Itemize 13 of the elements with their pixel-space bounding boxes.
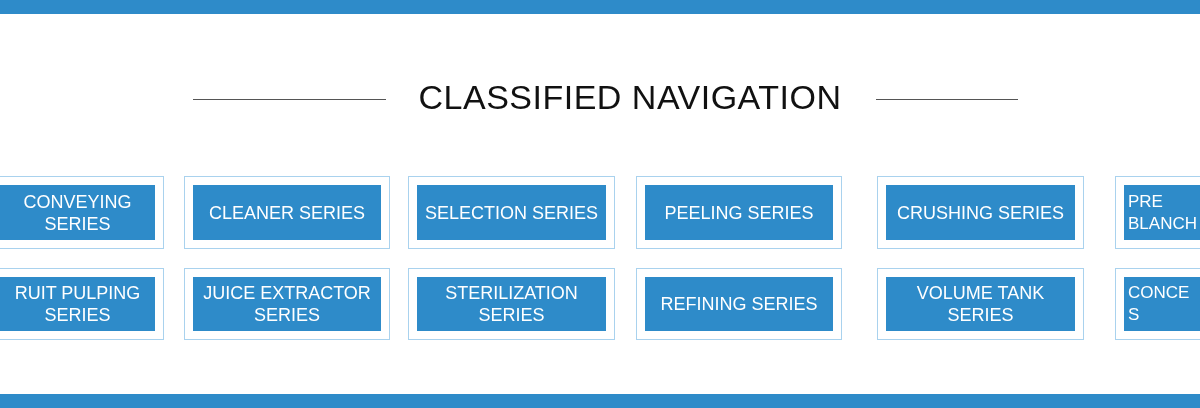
category-button: PEELING SERIES <box>645 185 833 240</box>
category-button: JUICE EXTRACTOR SERIES <box>193 277 381 331</box>
category-button: STERILIZATION SERIES <box>417 277 606 331</box>
category-button: CLEANER SERIES <box>193 185 381 240</box>
category-button: CONVEYING SERIES <box>0 185 155 240</box>
category-button: VOLUME TANK SERIES <box>886 277 1075 331</box>
category-button: SELECTION SERIES <box>417 185 606 240</box>
category-button: CONCE S <box>1124 277 1200 331</box>
category-button: PRE BLANCH <box>1124 185 1200 240</box>
category-button: REFINING SERIES <box>645 277 833 331</box>
category-button: CRUSHING SERIES <box>886 185 1075 240</box>
category-button: RUIT PULPING SERIES <box>0 277 155 331</box>
title: CLASSIFIED NAVIGATION <box>417 78 843 117</box>
